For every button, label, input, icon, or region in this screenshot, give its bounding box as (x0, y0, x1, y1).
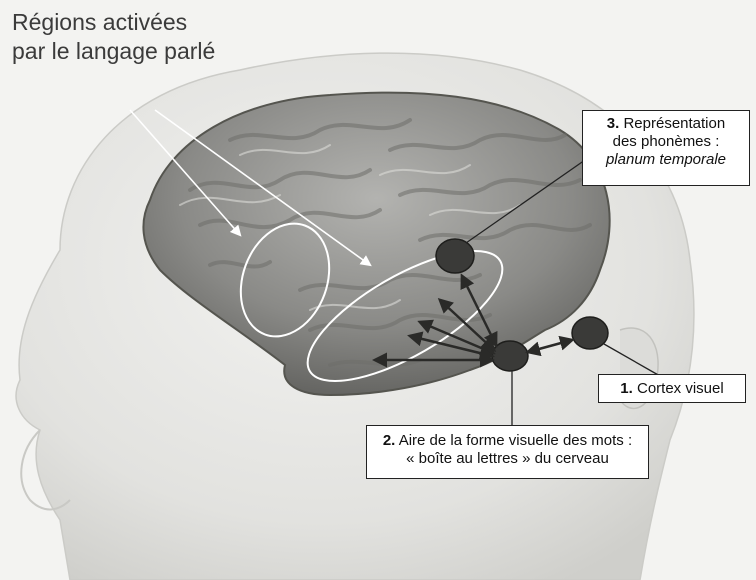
diagram-title: Régions activées par le langage parlé (12, 8, 215, 66)
phoneme-node (436, 239, 474, 273)
label-visual-cortex-text: Cortex visuel (637, 380, 724, 397)
visual-cortex-node (572, 317, 608, 349)
label-visual-cortex: 1. Cortex visuel (598, 374, 746, 403)
title-line-2: par le langage parlé (12, 37, 215, 66)
label-word-form-line1: Aire de la forme visuelle des mots : (399, 432, 632, 449)
label-word-form: 2. Aire de la forme visuelle des mots : … (366, 425, 649, 479)
word-form-node (492, 341, 528, 371)
label-phonemes-number: 3. (607, 115, 620, 132)
label-word-form-line1-wrap: 2. Aire de la forme visuelle des mots : (371, 432, 644, 450)
label-word-form-number: 2. (383, 432, 396, 449)
label-visual-cortex-number: 1. (620, 380, 633, 397)
label-phonemes-text1: Représentation (623, 115, 725, 132)
label-phonemes-line1: 3. Représentation (587, 115, 745, 133)
label-phonemes-line3: planum temporale (587, 151, 745, 169)
title-line-1: Régions activées (12, 8, 215, 37)
label-phonemes: 3. Représentation des phonèmes : planum … (582, 110, 750, 186)
label-phonemes-line2: des phonèmes : (587, 133, 745, 151)
label-word-form-line2: « boîte au lettres » du cerveau (371, 450, 644, 468)
